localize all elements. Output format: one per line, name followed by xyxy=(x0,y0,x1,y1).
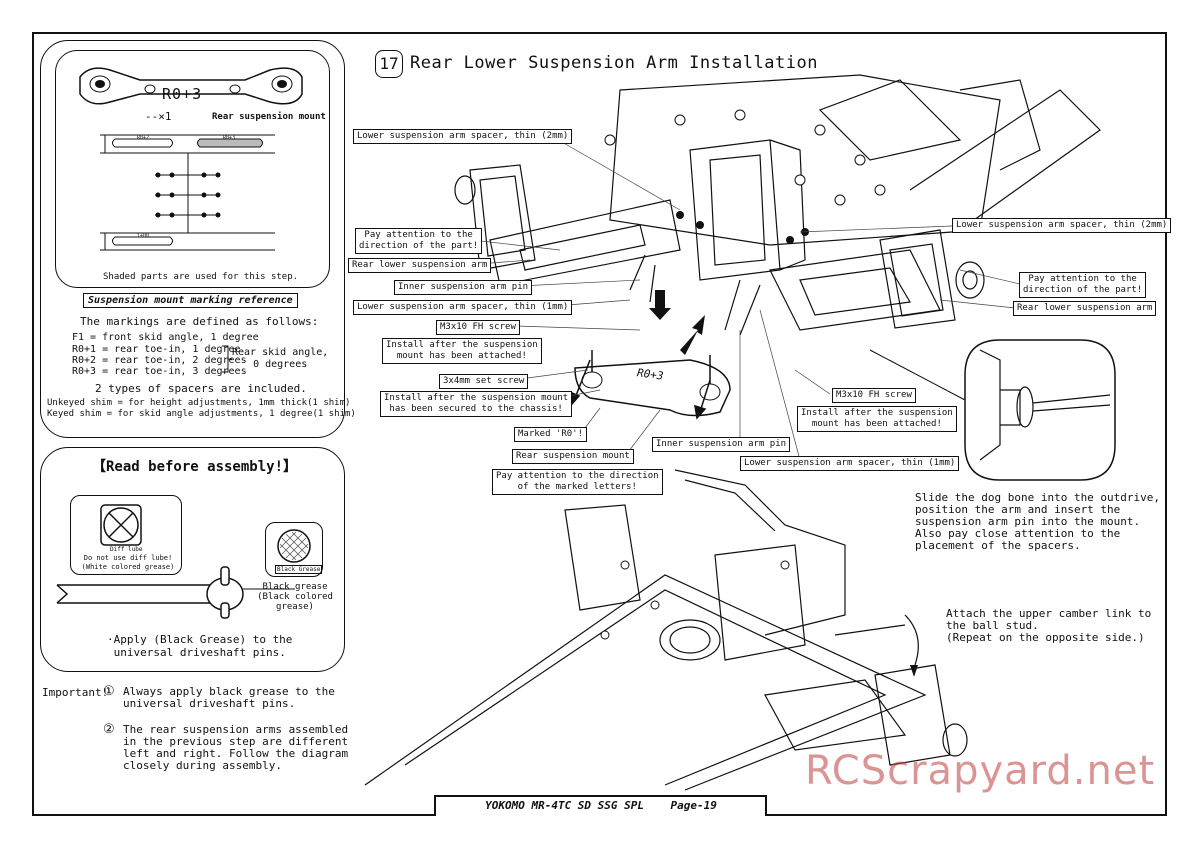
callout-rear-arm-left: Rear lower suspension arm xyxy=(348,258,492,273)
callout-install-after-chassis: Install after the suspension mount has b… xyxy=(380,391,573,417)
reference-line-4: R0+3 = rear toe-in, 3 degrees xyxy=(72,366,247,377)
sprue-mark-3: 1+00 xyxy=(137,233,150,239)
callout-spacer-1mm-left: Lower suspension arm spacer, thin (1mm) xyxy=(353,300,573,315)
assembled-chassis-illustration xyxy=(364,469,968,791)
callout-marked-r0: Marked 'R0'! xyxy=(514,427,588,442)
black-grease-box xyxy=(265,522,323,577)
callout-install-after-left: Install after the suspension mount has b… xyxy=(382,338,542,364)
important-num-1: ① xyxy=(103,684,115,699)
dogbone-detail-circle xyxy=(964,339,1116,481)
step-title: Rear Lower Suspension Arm Installation xyxy=(410,53,818,73)
step-number: 17 xyxy=(379,54,399,73)
spacer-line-1: Unkeyed shim = for height adjustments, 1… xyxy=(47,398,351,408)
step-number-badge: 17 xyxy=(375,50,403,78)
parts-panel xyxy=(40,40,345,438)
spacer-line-2: Keyed shim = for skid angle adjustments,… xyxy=(47,409,356,419)
reference-line-1: F1 = front skid angle, 1 degree xyxy=(72,332,259,343)
callout-pay-attention-letters: Pay attention to the direction of the ma… xyxy=(492,469,663,495)
callout-pay-attention-left: Pay attention to the direction of the pa… xyxy=(355,228,483,254)
reference-intro: The markings are defined as follows: xyxy=(80,315,319,328)
read-before-title: 【Read before assembly!】 xyxy=(92,459,298,475)
diff-lube-box xyxy=(70,495,182,575)
footer-box xyxy=(434,795,767,816)
reference-bracket xyxy=(222,345,232,373)
important-num-2: ② xyxy=(103,722,115,737)
important-text-1: Always apply black grease to the univers… xyxy=(123,685,335,710)
apply-grease-note: ·Apply (Black Grease) to the universal d… xyxy=(107,633,293,659)
reference-title: Suspension mount marking reference xyxy=(83,293,298,308)
read-before-panel xyxy=(40,447,345,672)
callout-pay-attention-right: Pay attention to the direction of the pa… xyxy=(1019,272,1147,298)
camber-link-instruction: Attach the upper camber link to the ball… xyxy=(946,607,1152,644)
no-diff-lube-text: Do not use diff lube! (White colored gre… xyxy=(81,554,175,571)
reference-bracket-text: Rear skid angle, 0 degrees xyxy=(232,347,329,370)
callout-install-after-right: Install after the suspension mount has b… xyxy=(797,406,957,432)
callout-spacer-2mm-right: Lower suspension arm spacer, thin (2mm) xyxy=(952,218,1172,233)
callout-set-screw: 3x4mm set screw xyxy=(439,374,529,389)
callout-inner-pin-left: Inner suspension arm pin xyxy=(394,280,533,295)
diff-lube-label: Diff lube xyxy=(110,546,143,553)
footer-text: YOKOMO MR-4TC SD SSG SPL Page-19 xyxy=(485,799,717,812)
callout-m3x10-right: M3x10 FH screw xyxy=(832,388,916,403)
mount-marking-text: R0+3 xyxy=(162,85,203,103)
no-diff-lube-icon xyxy=(100,504,142,546)
callout-spacer-2mm-left: Lower suspension arm spacer, thin (2mm) xyxy=(353,129,573,144)
important-label: Important! xyxy=(42,686,109,699)
watermark: RCScrapyard.net xyxy=(805,748,1156,794)
callout-rear-mount: Rear suspension mount xyxy=(512,449,634,464)
sprue-mark-1: R0+2 xyxy=(137,135,150,141)
black-grease-tag: Black Grease xyxy=(275,565,323,574)
part-name: Rear suspension mount xyxy=(212,112,326,122)
callout-spacer-1mm-right: Lower suspension arm spacer, thin (1mm) xyxy=(740,456,960,471)
parts-inner-box xyxy=(55,50,330,288)
important-text-2: The rear suspension arms assembled in th… xyxy=(123,723,349,772)
callout-m3x10-left: M3x10 FH screw xyxy=(436,320,520,335)
callout-rear-arm-right: Rear lower suspension arm xyxy=(1013,301,1157,316)
black-grease-icon xyxy=(277,529,311,563)
suspension-mount-illustration xyxy=(79,67,303,105)
driveshaft-illustration xyxy=(56,566,295,619)
dogbone-instruction: Slide the dog bone into the outdrive, po… xyxy=(915,491,1161,552)
quantity-text: --×1 xyxy=(145,110,172,123)
shaded-parts-note: Shaded parts are used for this step. xyxy=(103,272,299,282)
callout-inner-pin-right: Inner suspension arm pin xyxy=(652,437,791,452)
detail-pointer-line xyxy=(869,349,966,401)
reference-line-3: R0+2 = rear toe-in, 2 degrees xyxy=(72,355,247,366)
sprue-illustration xyxy=(100,134,275,251)
reference-line-2: R0+1 = rear toe-in, 1 degree xyxy=(72,344,241,355)
spacers-title: 2 types of spacers are included. xyxy=(95,382,307,395)
black-grease-text: Black grease (Black colored grease) xyxy=(257,582,333,612)
sprue-mark-2: R0+3 xyxy=(223,135,236,141)
